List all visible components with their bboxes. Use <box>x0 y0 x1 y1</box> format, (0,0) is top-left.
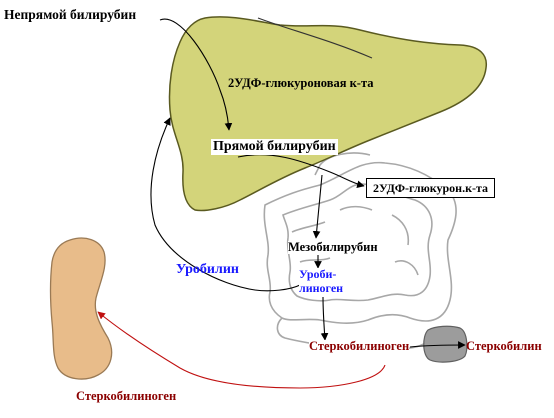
flow-arrows <box>150 17 466 349</box>
kidney <box>49 237 113 380</box>
arrow-stercobilinogen-to-kidney <box>97 311 386 389</box>
label-udp-glucuronic-acid: 2УДФ-глюкуроновая к-та <box>228 76 374 90</box>
arrow-urobilinogen-to-stercobilinogen <box>320 296 329 341</box>
arrow-unconjugated-to-conjugated <box>159 18 233 131</box>
urobilinogen-urobilin-link <box>254 284 301 292</box>
liver-inner-line <box>257 17 373 59</box>
arrow-conjugated-to-mesobilirubin <box>312 174 323 239</box>
label-urobilin: Уробилин <box>176 262 239 277</box>
label-urobilinogen-part1: Уроби- <box>299 267 337 281</box>
arrow-urobilin-to-liver <box>150 117 256 291</box>
liver <box>168 16 488 212</box>
label-stercobilinogen-gut: Стеркобилиноген <box>309 339 410 353</box>
label-unconjugated-bilirubin: Непрямой билирубин <box>4 7 137 22</box>
label-stercobilin: Стеркобилин <box>466 339 542 353</box>
label-urobilinogen-part2: линоген <box>299 281 344 295</box>
label-stercobilinogen-kidney: Стеркобилиноген <box>76 389 177 403</box>
stool <box>423 325 468 363</box>
label-mesobilirubin: Мезобилирубин <box>288 240 378 254</box>
label-udp-glucuronic-acid-box: 2УДФ-глюкурон.к-та <box>366 178 496 198</box>
arrow-to-stercobilin <box>409 341 466 349</box>
label-conjugated-bilirubin: Прямой билирубин <box>211 139 338 155</box>
